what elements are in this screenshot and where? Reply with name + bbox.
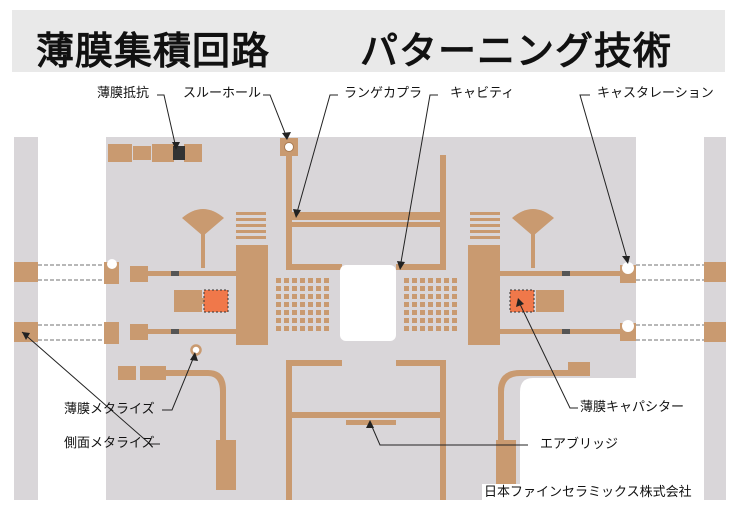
label-thin-film-resistor: 薄膜抵抗 <box>97 86 150 101</box>
finger-grid <box>236 212 500 239</box>
label-lange-coupler: ランゲカプラ <box>344 86 423 101</box>
side-connection-lines <box>38 264 704 341</box>
thin-film-metallize-via <box>190 344 202 356</box>
thin-film-resistor <box>562 271 570 276</box>
thin-film-capacitor <box>509 289 535 313</box>
stub-fingers <box>118 366 514 461</box>
title-bar: 薄膜集積回路 パターニング技術 <box>12 10 725 73</box>
side-metallize-pad <box>704 262 726 282</box>
label-cavity: キャビティ <box>450 86 515 101</box>
cavity <box>340 265 396 341</box>
company-name: 日本ファインセラミックス株式会社 <box>482 484 694 502</box>
side-metallize-pad <box>14 322 38 342</box>
label-thin-film-metallize: 薄膜メタライズ <box>64 402 155 417</box>
castellation <box>622 320 634 332</box>
label-thin-film-capacitor: 薄膜キャパシター <box>580 400 685 415</box>
label-air-bridge: エアブリッジ <box>540 437 619 452</box>
mesh-grid-right <box>404 278 457 331</box>
thin-film-resistor <box>173 146 185 160</box>
leader-lines <box>21 94 629 446</box>
thin-film-resistor <box>171 329 179 334</box>
castellation <box>622 262 634 274</box>
through-hole <box>284 142 294 152</box>
page-subtitle: パターニング技術 <box>360 29 673 73</box>
label-through-hole: スルーホール <box>183 86 262 101</box>
castellation <box>107 259 117 269</box>
label-side-metallize: 側面メタライズ <box>64 436 155 451</box>
thin-film-capacitor <box>203 289 229 313</box>
side-metallize-pad <box>14 262 38 282</box>
thin-film-resistor <box>562 329 570 334</box>
thin-film-resistor <box>171 271 179 276</box>
left-side-board <box>14 137 38 500</box>
right-side-board <box>704 137 726 500</box>
page-title: 薄膜集積回路 <box>36 29 271 73</box>
label-castellation: キャスタレーション <box>597 86 714 101</box>
mesh-grid-left <box>276 278 329 331</box>
side-metallize-pad <box>704 322 726 342</box>
leader-arrowheads <box>22 132 630 428</box>
edge-pad <box>104 322 119 344</box>
